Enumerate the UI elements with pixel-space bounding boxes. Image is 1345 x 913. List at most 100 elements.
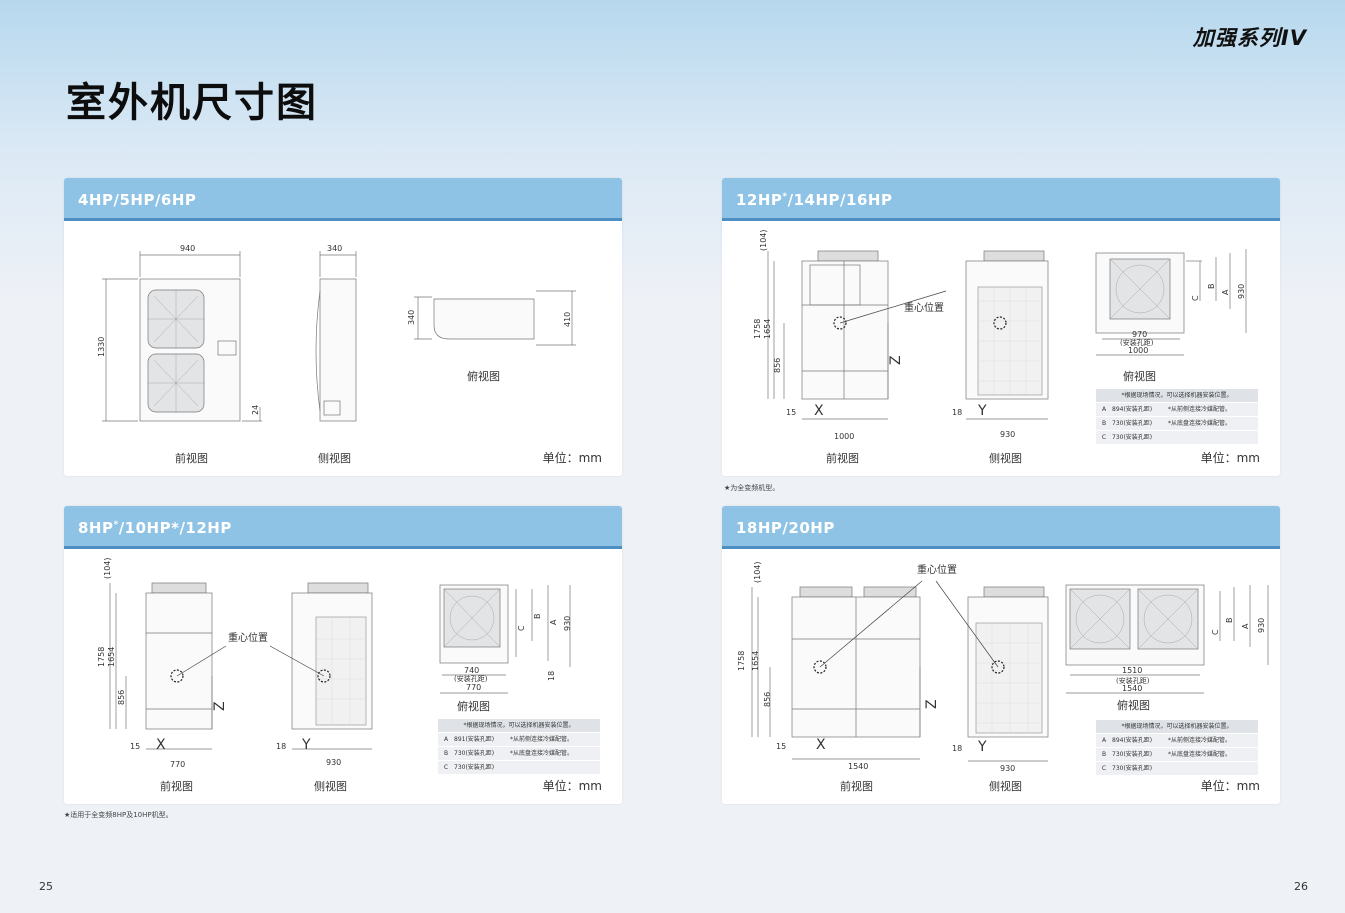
dim-side-depth: 930: [1000, 764, 1015, 773]
panel-4-5-6hp: 4HP/5HP/6HP: [64, 178, 622, 476]
footnote-full-inverter: ★为全变频机型。: [724, 484, 780, 492]
label-y: Y: [301, 737, 311, 753]
label-z: Z: [924, 699, 940, 709]
panel-8-12hp: 8HP*/10HP*/12HP: [64, 506, 622, 804]
label-b: B: [1207, 284, 1216, 290]
unit-label: 单位：mm: [542, 451, 602, 465]
dim-mount-note: (安装孔距): [1116, 676, 1150, 685]
dim-top-right: 410: [563, 312, 572, 327]
dim-mount-note: (安装孔距): [454, 674, 488, 683]
panel-12-16hp: 12HP*/14HP/16HP: [722, 178, 1280, 476]
dim-top-width-740: 740: [464, 666, 479, 675]
label-a: A: [1241, 623, 1250, 629]
dim-foot: 24: [251, 405, 260, 415]
label-x: X: [814, 403, 824, 419]
dim-x-offset: 15: [776, 742, 786, 751]
dim-top-gap: (104): [759, 229, 768, 251]
caption-side-view: 侧视图: [318, 452, 351, 465]
dim-top-depth: 930: [563, 616, 572, 631]
unit-label: 单位：mm: [542, 779, 602, 793]
label-c: C: [517, 625, 526, 631]
caption-front-view: 前视图: [175, 452, 208, 465]
label-z: Z: [212, 701, 228, 711]
dim-top-width-970: 970: [1132, 330, 1147, 339]
dim-cog-height: 856: [773, 358, 782, 373]
label-y: Y: [977, 739, 987, 755]
dim-x-offset: 15: [130, 742, 140, 751]
label-b: B: [1225, 618, 1234, 624]
caption-side-view: 侧视图: [989, 780, 1022, 793]
panel-header: 12HP*/14HP/16HP: [722, 178, 1280, 221]
label-a: A: [549, 619, 558, 625]
page-number-left: 25: [39, 880, 53, 893]
dim-x-offset: 15: [786, 408, 796, 417]
footnote-applies: ★适用于全变频8HP及10HP机型。: [64, 811, 173, 819]
dim-top-depth: 930: [1237, 284, 1246, 299]
dim-top-width-1000: 1000: [1128, 346, 1148, 355]
panel-header: 4HP/5HP/6HP: [64, 178, 622, 221]
dimension-drawing-8-12hp: (104) 1758 1654 856 15 X Z 770 重心位置 18 Y…: [97, 557, 572, 769]
caption-top-view: 俯视图: [1117, 699, 1150, 712]
unit-label: 单位：mm: [1200, 779, 1260, 793]
dim-mount-note: (安装孔距): [1120, 338, 1154, 347]
page-number-right: 26: [1294, 880, 1308, 893]
dimension-drawing-4-6hp: 940 1330 24 340 340 410: [97, 244, 576, 422]
dim-top-width-1510: 1510: [1122, 666, 1142, 675]
dim-top-foot: 18: [547, 671, 556, 681]
dim-y-offset: 18: [276, 742, 286, 751]
caption-front-view: 前视图: [826, 452, 859, 465]
dim-y-offset: 18: [952, 408, 962, 417]
dim-cog-height: 856: [117, 690, 126, 705]
panel-title: 18HP/20HP: [736, 519, 835, 537]
caption-top-view: 俯视图: [457, 700, 490, 713]
caption-front-view: 前视图: [160, 780, 193, 793]
label-cog: 重心位置: [228, 631, 268, 644]
label-b: B: [533, 614, 542, 620]
dim-cog-height: 856: [763, 692, 772, 707]
panel-title: 12HP*/14HP/16HP: [736, 191, 893, 209]
brand-logo: 加强系列IV: [1192, 26, 1307, 50]
spec-table-head: *根据现场情况，可以选择机器安装位置。: [1096, 720, 1258, 733]
panel-18-20hp: 18HP/20HP: [722, 506, 1280, 804]
dim-height-1654: 1654: [763, 319, 772, 339]
label-c: C: [1191, 295, 1200, 301]
label-c: C: [1211, 629, 1220, 635]
spec-table-head: *根据现场情况，可以选择机器安装位置。: [1096, 389, 1258, 402]
dim-front-width: 1540: [848, 762, 868, 771]
label-x: X: [156, 737, 166, 753]
spec-table-head: *根据现场情况，可以选择机器安装位置。: [438, 719, 600, 732]
panel-title: 8HP*/10HP*/12HP: [78, 519, 232, 537]
dim-front-width: 940: [180, 244, 195, 253]
label-x: X: [816, 737, 826, 753]
page-title: 室外机尺寸图: [66, 80, 318, 126]
dim-y-offset: 18: [952, 744, 962, 753]
unit-label: 单位：mm: [1200, 451, 1260, 465]
dim-top-width-770: 770: [466, 683, 481, 692]
dim-height-1758: 1758: [737, 651, 746, 671]
dimension-drawing-18-20hp: (104) 1758 1654 856 15 X Z 1540 重心位置 18 …: [737, 561, 1269, 773]
label-y: Y: [977, 403, 987, 419]
caption-top-view: 俯视图: [467, 370, 500, 383]
dim-top-gap: (104): [103, 557, 112, 579]
panel-header: 18HP/20HP: [722, 506, 1280, 549]
dim-front-width: 770: [170, 760, 185, 769]
dim-height-1654: 1654: [751, 651, 760, 671]
dim-top-gap: (104): [753, 561, 762, 583]
dim-height-1758: 1758: [753, 319, 762, 339]
label-cog: 重心位置: [917, 563, 957, 576]
caption-top-view: 俯视图: [1123, 370, 1156, 383]
dim-height-1758: 1758: [97, 647, 106, 667]
dim-top-width-1540: 1540: [1122, 684, 1142, 693]
panel-header: 8HP*/10HP*/12HP: [64, 506, 622, 549]
dimension-drawing-12-16hp: (104) 1758 1654 856 15 X Z 1000 重心位置 18 …: [753, 229, 1247, 441]
dim-side-depth: 930: [326, 758, 341, 767]
